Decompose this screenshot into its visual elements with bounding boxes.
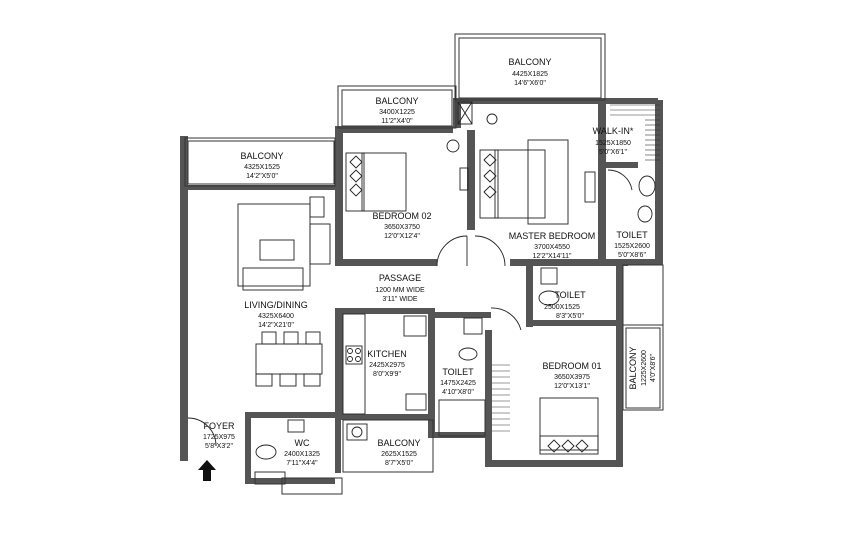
balcony-top-dim-imperial: 14'6"X6'0" [514, 80, 546, 87]
balcony-top-dim-metric: 4425X1825 [512, 71, 548, 78]
balcony-living-dim-imperial: 14'2"X5'0" [246, 173, 278, 180]
master-dim-imperial: 12'2"X14'11" [532, 253, 572, 260]
bedroom02-dim-metric: 3650X3750 [384, 224, 420, 231]
toilet-small-dim-metric: 1475X2425 [440, 380, 476, 387]
balcony-side-dim-metric: 1225X2600 [641, 350, 648, 386]
toilet-master-name: TOILET [616, 230, 648, 240]
doors [187, 169, 633, 447]
passage-dim-imperial: 3'11" WIDE [382, 296, 418, 303]
room-labels: BALCONY 4425X1825 14'6"X6'0" BALCONY 340… [203, 57, 657, 467]
bedroom02-name: BEDROOM 02 [372, 211, 431, 221]
bed-master [479, 139, 596, 225]
balcony-kitchen-dim-metric: 2625X1525 [381, 451, 417, 458]
bedroom02-dim-imperial: 12'0"X12'4" [384, 233, 420, 240]
balcony-kitchen-name: BALCONY [377, 438, 420, 448]
bed-bedroom02 [345, 152, 469, 212]
toilet-mid-name: TOILET [554, 290, 586, 300]
kitchen-dim-metric: 2425X2975 [369, 362, 405, 369]
hatching [492, 104, 660, 432]
bedroom01-dim-metric: 3650X3975 [554, 374, 590, 381]
walkin-dim-metric: 1525X1850 [595, 140, 631, 147]
foyer-name: FOYER [203, 421, 235, 431]
wc-dim-imperial: 7'11"X4'4" [286, 460, 318, 467]
balcony-living-name: BALCONY [240, 151, 283, 161]
balcony-bed2-name: BALCONY [375, 96, 418, 106]
walls [180, 98, 663, 484]
walkin-name: WALK-IN* [593, 126, 634, 136]
balcony-side-name: BALCONY [628, 346, 638, 389]
kitchen-counter [342, 313, 427, 415]
arrow-up-icon [198, 460, 216, 481]
toilet-master-dim-metric: 1525X2600 [614, 243, 650, 250]
bedroom01-dim-imperial: 12'0"X13'1" [554, 383, 590, 390]
passage-dim-metric: 1200 MM WIDE [375, 287, 425, 294]
kitchen-name: KITCHEN [367, 349, 407, 359]
balcony-top-name: BALCONY [508, 57, 551, 67]
master-name: MASTER BEDROOM [509, 231, 596, 241]
toilet-master-dim-imperial: 5'0"X8'6" [618, 252, 646, 259]
sanitary-fixtures [255, 101, 656, 460]
balcony-living-dim-metric: 4325X1525 [244, 164, 280, 171]
balcony-side-dim-imperial: 4'0"X8'6" [650, 354, 657, 382]
outlines [184, 33, 664, 495]
balcony-kitchen-dim-imperial: 8'7"X5'0" [385, 460, 413, 467]
toilet-small-name: TOILET [442, 367, 474, 377]
foyer-dim-metric: 1725X975 [203, 434, 235, 441]
living-dim-metric: 4325X6400 [258, 313, 294, 320]
balcony-bed2-dim-imperial: 11'2"X4'0" [381, 118, 413, 125]
toilet-mid-dim-imperial: 8'3"X5'0" [556, 313, 584, 320]
wc-dim-metric: 2400X1325 [284, 451, 320, 458]
dining-table [255, 331, 323, 387]
living-name: LIVING/DINING [244, 300, 308, 310]
toilet-small-dim-imperial: 4'10"X8'0" [442, 389, 474, 396]
kitchen-dim-imperial: 8'0"X9'9" [373, 371, 401, 378]
master-dim-metric: 3700X4550 [534, 244, 570, 251]
foyer-dim-imperial: 5'8"X3'2" [205, 443, 233, 450]
wc-name: WC [295, 438, 310, 448]
bedroom01-name: BEDROOM 01 [542, 361, 601, 371]
toilet-mid-dim-metric: 2500X1525 [544, 304, 580, 311]
living-dim-imperial: 14'2"X21'0" [258, 322, 294, 329]
balcony-bed2-dim-metric: 3400X1225 [379, 109, 415, 116]
bed-bedroom01 [539, 397, 599, 455]
passage-name: PASSAGE [379, 273, 421, 283]
sofa-set [237, 196, 331, 291]
walkin-dim-imperial: 5'0"X6'1" [599, 149, 627, 156]
